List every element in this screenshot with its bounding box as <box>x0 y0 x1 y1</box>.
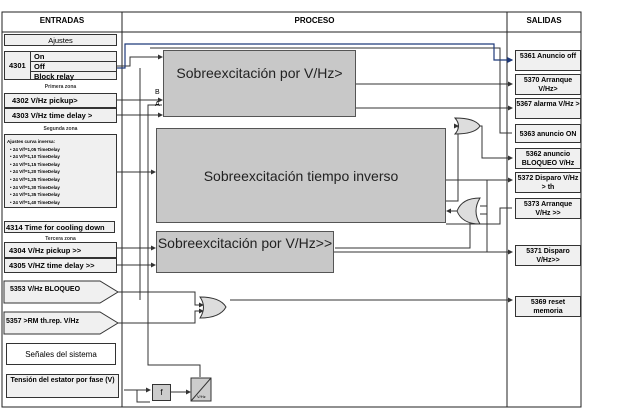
frequency-block: f <box>152 384 171 401</box>
param-4314: 4314 Time for cooling down <box>4 221 115 233</box>
vhz-block-label: V/Hz <box>197 394 206 399</box>
signal-5357-shape <box>3 311 119 335</box>
output-signal: 5369 reset memoria <box>515 296 581 317</box>
curve-item: • 24 V/f=1,40 TimeDelay <box>10 199 60 205</box>
param-code: 4301 <box>9 61 26 70</box>
block-overexcitation-stage1: Sobreexcitación por V/Hz> <box>163 50 356 117</box>
curve-item: • 24 V/f=1,35 TimeDelay <box>10 192 60 198</box>
block-overexcitation-inverse: Sobreexcitación tiempo inverso <box>156 128 446 223</box>
block-overexcitation-stage2: Sobreexcitación por V/Hz>> <box>156 231 334 273</box>
label-b: B <box>155 89 160 96</box>
option-on: On <box>31 52 117 62</box>
output-signal: 5362 anuncio BLOQUEO V/Hz <box>515 148 581 169</box>
output-signal: 5363 anuncio ON <box>515 124 581 143</box>
curve-title: Ajustes curva inversa: <box>7 139 56 144</box>
or-gate-top <box>453 117 481 135</box>
output-signal: 5370 Arranque V/Hz> <box>515 74 581 95</box>
header-entradas: ENTRADAS <box>39 16 85 25</box>
zone-3-label: Tercera zona <box>45 236 76 242</box>
curve-item: • 24 V/f=1,05 TimeDelay <box>10 146 60 152</box>
signal-5357: 5357 >RM th.rep. V/Hz <box>6 318 79 325</box>
system-signals-box: Señales del sistema <box>6 343 116 365</box>
header-salidas: SALIDAS <box>526 16 562 25</box>
option-off: Off <box>31 62 117 72</box>
param-4303: 4303 V/Hz time delay > <box>4 108 117 123</box>
curve-item: • 24 V/f=1,20 TimeDelay <box>10 169 60 175</box>
curve-item: • 24 V/f=1,15 TimeDelay <box>10 161 60 167</box>
inverse-curve-settings: Ajustes curva inversa: • 24 V/f=1,05 Tim… <box>4 134 117 208</box>
output-signal: 5372 Disparo V/Hz > th <box>515 172 581 193</box>
param-4302: 4302 V/Hz pickup> <box>4 93 117 108</box>
curve-item: • 24 V/f=1,30 TimeDelay <box>10 184 60 190</box>
label-a: A <box>155 101 160 108</box>
signal-5353-shape <box>3 280 119 304</box>
param-4304: 4304 V/Hz pickup >> <box>4 242 117 258</box>
stator-voltage-input: Tensión del estator por fase (V) <box>6 374 119 398</box>
output-signal: 5371 Disparo V/Hz>> <box>515 245 581 266</box>
option-block-relay: Block relay <box>34 72 75 81</box>
output-signal: 5367 alarma V/Hz > <box>515 98 581 119</box>
signal-5353: 5353 V/Hz BLOQUEO <box>10 286 81 293</box>
output-signal: 5361 Anuncio off <box>515 50 581 71</box>
zone-1-label: Primera zona <box>44 84 77 90</box>
header-proceso: PROCESO <box>294 16 335 25</box>
output-signal: 5373 Arranque V/Hz >> <box>515 198 581 219</box>
param-4305: 4305 V/HZ time delay >> <box>4 258 117 273</box>
curve-item: • 24 V/f=1,10 TimeDelay <box>10 154 60 160</box>
param-4301: 4301 On Off Block relay <box>4 51 117 81</box>
outputs-column <box>506 11 582 408</box>
or-gate-lower <box>199 296 227 319</box>
or-gate-right <box>456 197 481 225</box>
zone-2-label: Segunda zona <box>43 126 78 132</box>
curve-item: • 24 V/f=1,25 TimeDelay <box>10 176 60 182</box>
ajustes-box: Ajustes <box>4 34 117 46</box>
